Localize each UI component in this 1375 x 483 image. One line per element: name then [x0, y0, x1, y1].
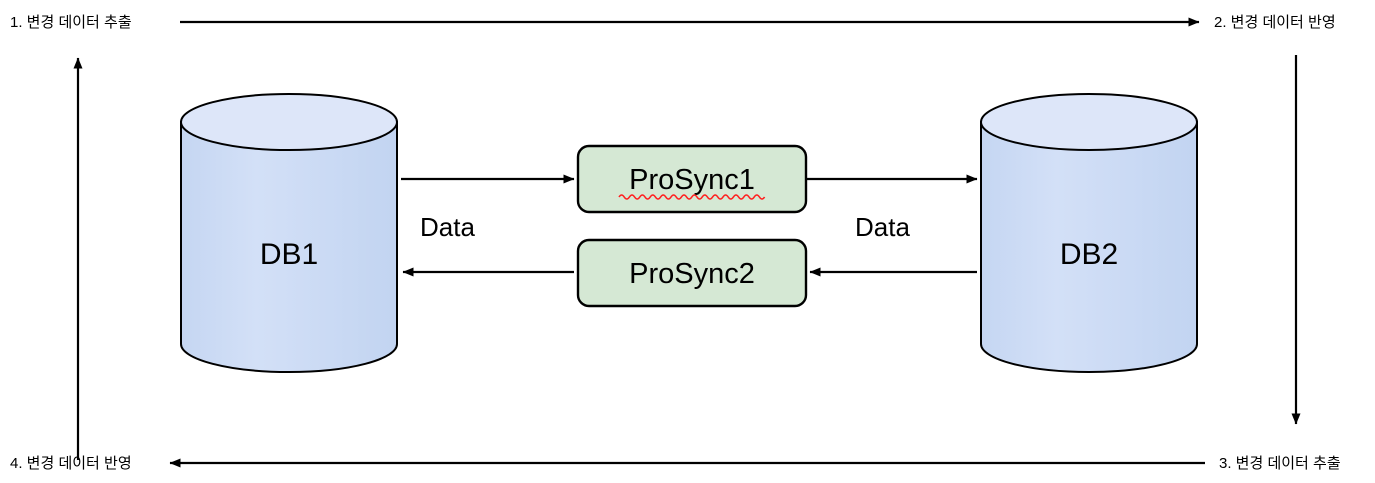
step-label-apply-change-data-2: 2. 변경 데이터 반영 — [1214, 14, 1336, 31]
step-label-apply-change-data-4: 4. 변경 데이터 반영 — [10, 455, 132, 472]
db1-label: DB1 — [260, 238, 318, 271]
prosync2-box[interactable]: ProSync2 — [576, 238, 808, 308]
db1-body — [180, 121, 398, 373]
step-label-extract-change-data-3: 3. 변경 데이터 추출 — [1219, 455, 1341, 472]
db1-cylinder[interactable]: DB1 — [180, 93, 398, 373]
prosync1-spellcheck-underline — [618, 194, 766, 200]
data-label-left: Data — [420, 212, 475, 242]
data-label-right: Data — [855, 212, 910, 242]
prosync1-rect — [576, 144, 808, 214]
db1-top-ellipse — [180, 93, 398, 151]
prosync2-rect — [576, 238, 808, 308]
outer-flow-arrows — [73, 17, 1301, 468]
db2-cylinder[interactable]: DB2 — [980, 93, 1198, 373]
inner-flow-arrows — [401, 174, 978, 277]
prosync2-label: ProSync2 — [629, 258, 755, 290]
step-label-extract-change-data-1: 1. 변경 데이터 추출 — [10, 14, 132, 31]
db2-body — [980, 121, 1198, 373]
prosync1-label: ProSync1 — [629, 164, 755, 196]
db2-top-ellipse — [980, 93, 1198, 151]
db2-label: DB2 — [1060, 238, 1118, 271]
prosync1-box[interactable]: ProSync1 — [576, 144, 808, 214]
